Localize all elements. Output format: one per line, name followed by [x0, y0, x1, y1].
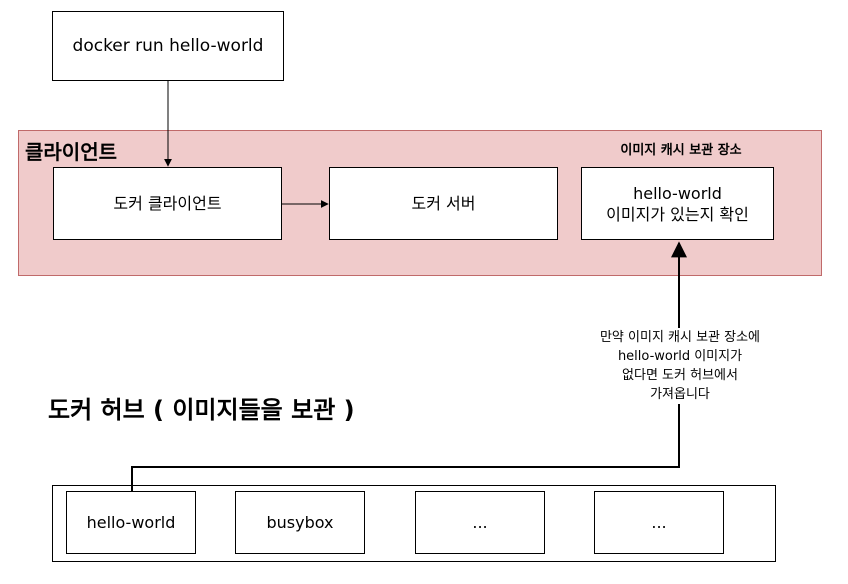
hub-repo-label: busybox	[266, 513, 334, 532]
pull-note-line: hello-world 이미지가	[617, 349, 743, 364]
hub-repo-placeholder: ...	[415, 491, 545, 554]
image-cache-title: 이미지 캐시 보관 장소	[620, 143, 742, 158]
client-title: 클라이언트	[25, 140, 117, 164]
hub-repo-label: ...	[472, 513, 488, 532]
hub-repo-placeholder: ...	[594, 491, 724, 554]
hub-repo-busybox: busybox	[235, 491, 365, 554]
pull-from-hub-note: 만약 이미지 캐시 보관 장소에 hello-world 이미지가 없다면 도커…	[545, 328, 815, 404]
hub-repo-label: hello-world	[86, 513, 176, 532]
pull-note-line: 없다면 도커 허브에서	[622, 368, 738, 383]
hub-repo-label: ...	[651, 513, 667, 532]
docker-client-box: 도커 클라이언트	[53, 167, 282, 240]
docker-run-command-label: docker run hello-world	[72, 35, 264, 56]
image-check-line1: hello-world	[633, 183, 722, 203]
image-check-box: hello-world 이미지가 있는지 확인	[581, 167, 774, 240]
image-check-line2: 이미지가 있는지 확인	[606, 204, 749, 224]
pull-note-line: 만약 이미지 캐시 보관 장소에	[599, 330, 761, 345]
docker-server-label: 도커 서버	[411, 194, 476, 213]
pull-note-line: 가져옵니다	[650, 387, 710, 402]
docker-run-command-box: docker run hello-world	[52, 11, 284, 81]
docker-server-box: 도커 서버	[329, 167, 558, 240]
docker-client-label: 도커 클라이언트	[113, 194, 222, 213]
hub-repo-hello-world: hello-world	[66, 491, 196, 554]
docker-hub-title: 도커 허브 ( 이미지들을 보관 )	[48, 396, 355, 424]
